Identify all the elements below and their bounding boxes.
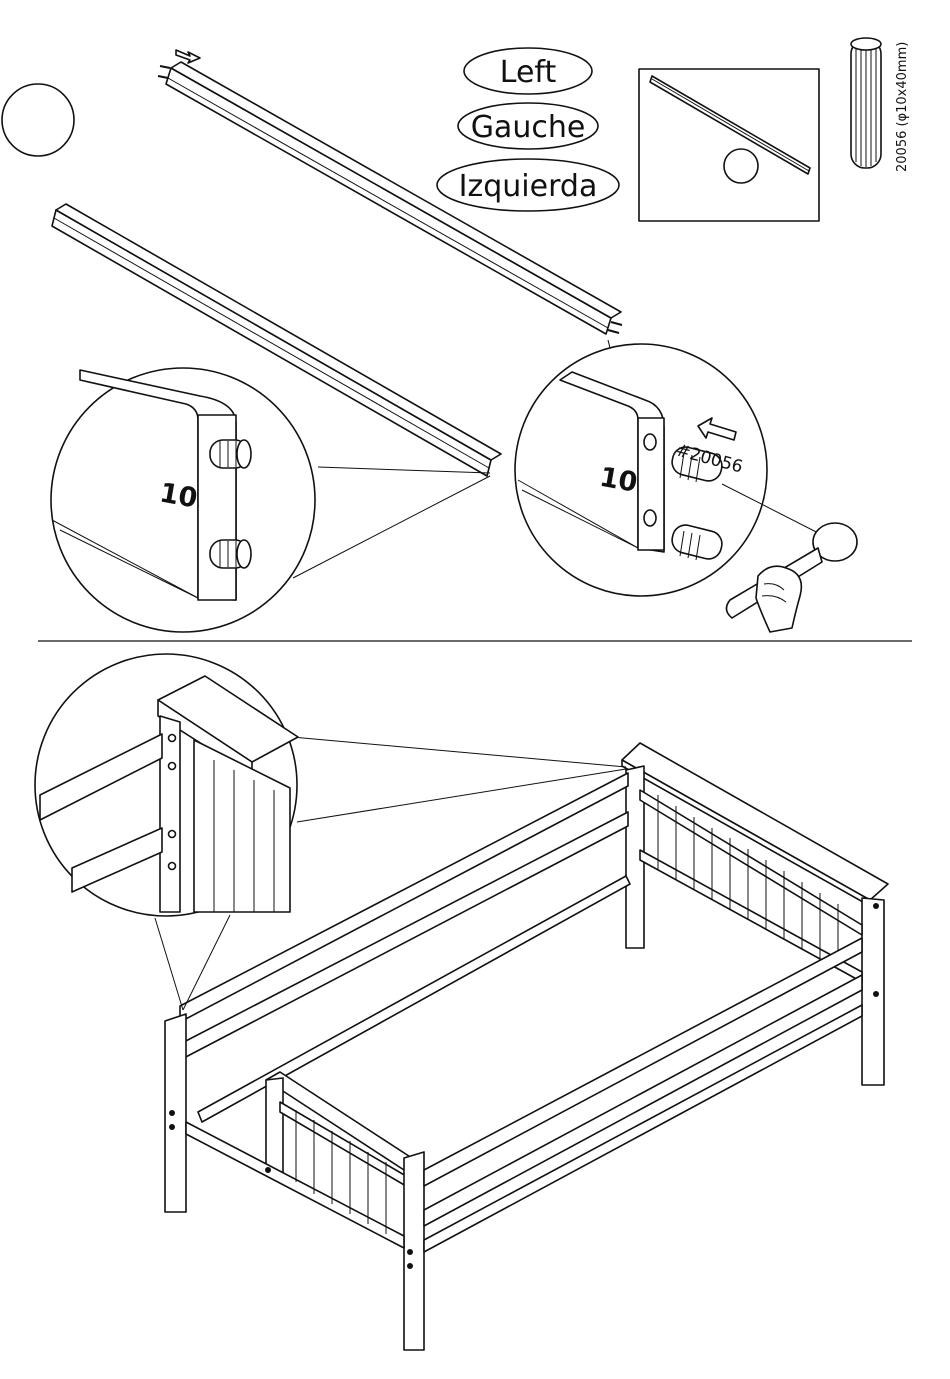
right-detail-callout: 10 #20056 [515,340,767,596]
dowel-upper [210,440,251,468]
izquierda-label-oval: Izquierda [437,159,619,211]
part-marking-left: 10 [157,477,199,514]
dowel-spec-label: 20056 (φ10x40mm) [895,42,910,172]
direction-arrow-icon [176,50,200,63]
gauche-label: Gauche [471,110,586,145]
step-number-circle [2,84,74,156]
gauche-label-oval: Gauche [458,103,598,149]
izquierda-label: Izquierda [459,169,598,204]
hand-icon [756,566,801,632]
parts-box [639,69,819,221]
part-marking-right: 10 [597,462,639,499]
dowel-icon [851,38,881,168]
dowel-lower [210,540,251,568]
left-detail-callout: 10 [51,368,490,632]
front-side-rails [424,938,862,1252]
left-label-oval: Left [464,48,592,94]
left-label: Left [500,55,557,90]
